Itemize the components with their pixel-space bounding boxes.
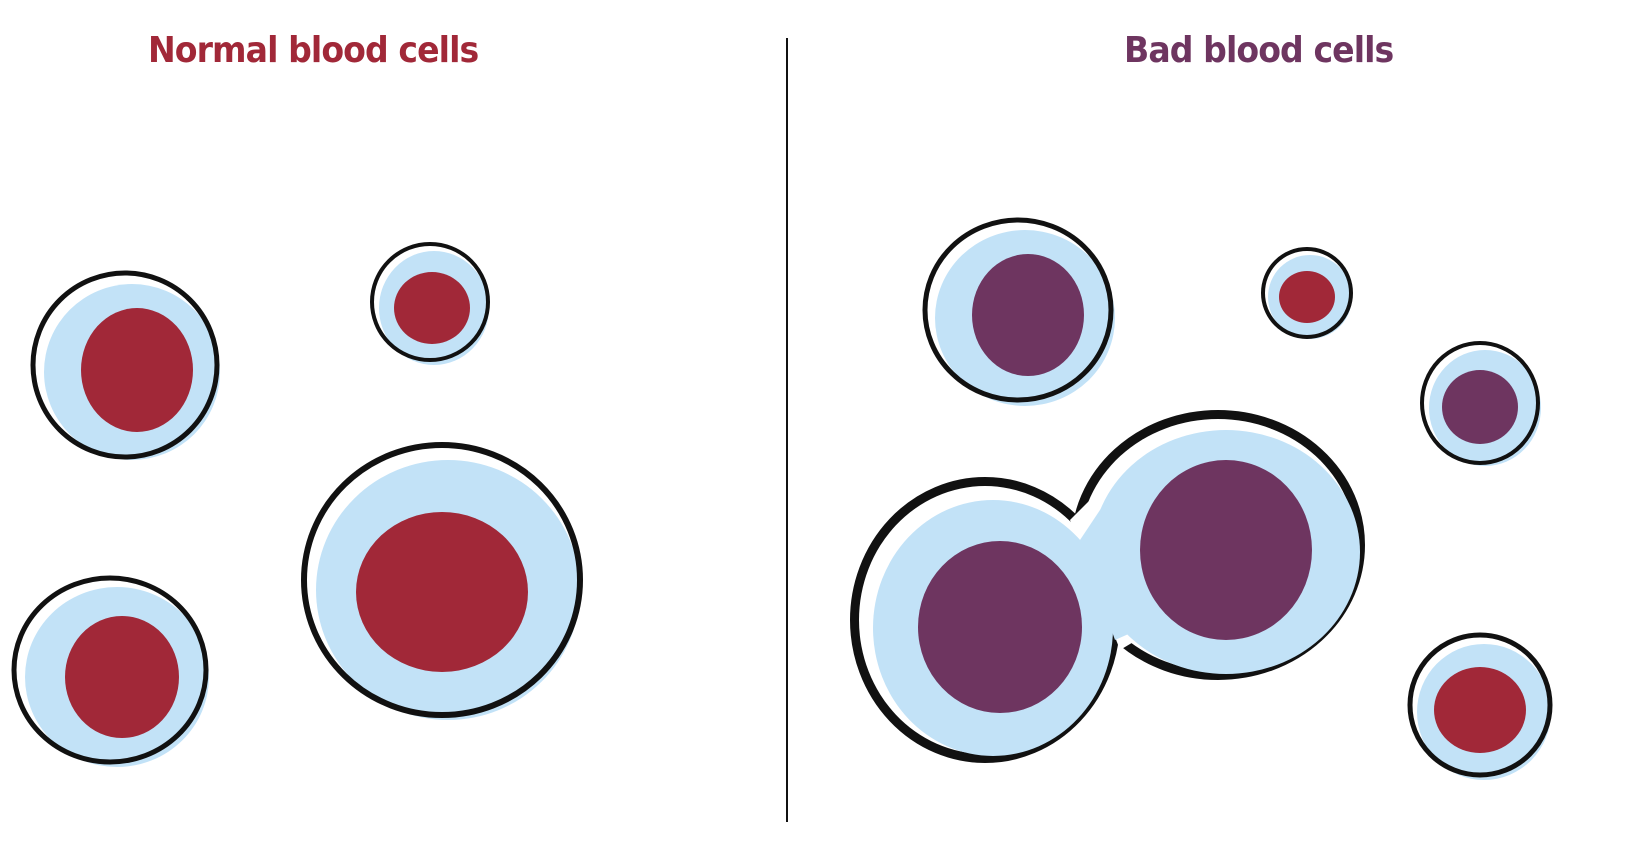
nucleus bbox=[65, 616, 179, 738]
normal-cells-title: Normal blood cells bbox=[148, 30, 479, 71]
bad-double-cell bbox=[850, 410, 1365, 763]
normal-cell bbox=[11, 575, 209, 767]
nucleus bbox=[1442, 370, 1518, 444]
nucleus bbox=[81, 308, 193, 432]
nucleus bbox=[1279, 271, 1335, 323]
normal-cell bbox=[30, 270, 220, 460]
bad-cell bbox=[922, 217, 1115, 406]
nucleus bbox=[972, 254, 1084, 376]
normal-cell bbox=[301, 442, 583, 720]
nucleus bbox=[356, 512, 528, 672]
normal-cell bbox=[370, 242, 490, 365]
bad-cell bbox=[1261, 247, 1353, 339]
nucleus bbox=[1140, 460, 1312, 640]
bad-cell bbox=[1420, 341, 1541, 466]
nucleus bbox=[918, 541, 1082, 713]
nucleus bbox=[1434, 667, 1526, 753]
bad-cells-title: Bad blood cells bbox=[1124, 30, 1394, 71]
bad-cell bbox=[1407, 632, 1553, 780]
nucleus bbox=[394, 272, 470, 344]
